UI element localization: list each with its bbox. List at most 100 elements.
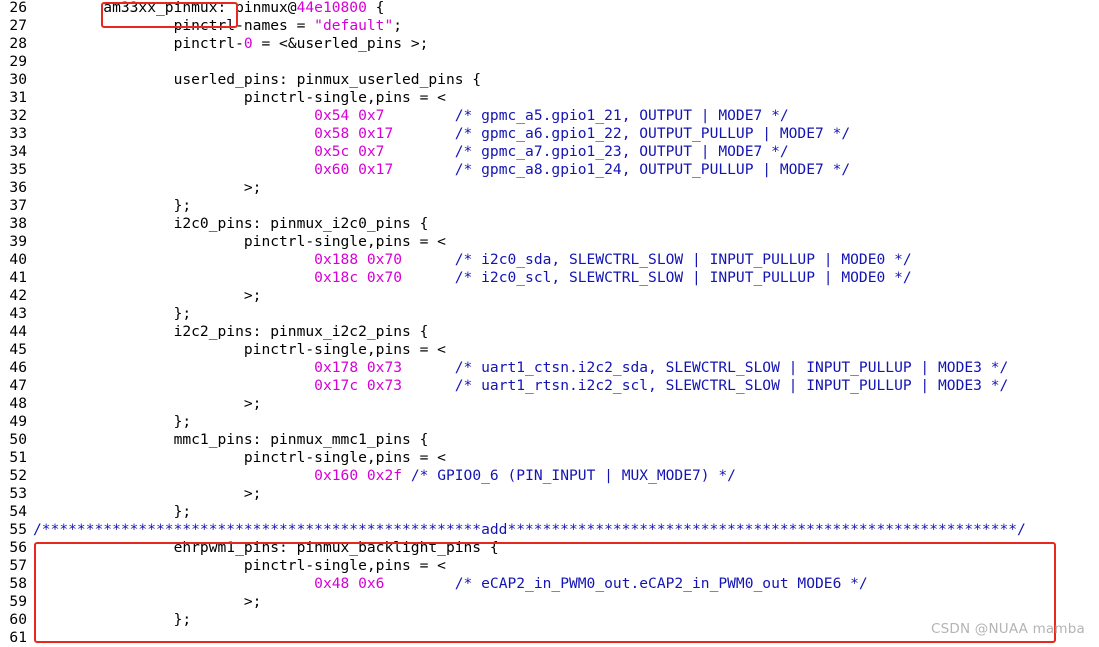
code-token-text: }; (33, 197, 192, 214)
line-number: 29 (9, 53, 27, 70)
line-number: 28 (9, 35, 27, 52)
code-token-text (402, 359, 455, 376)
code-token-text (33, 161, 314, 178)
line-number: 48 (9, 395, 27, 412)
code-line: 46 0x178 0x73 /* uart1_ctsn.i2c2_sda, SL… (0, 359, 1099, 377)
code-token-num: 0 (243, 35, 253, 52)
code-token-text (393, 161, 455, 178)
code-line: 28 pinctrl-0 = <&userled_pins >; (0, 35, 1099, 53)
code-token-text (33, 575, 314, 592)
code-line: 51 pinctrl-single,pins = < (0, 449, 1099, 467)
code-line: 56 ehrpwm1_pins: pinmux_backlight_pins { (0, 539, 1099, 557)
code-line: 34 0x5c 0x7 /* gpmc_a7.gpio1_23, OUTPUT … (0, 143, 1099, 161)
line-number: 33 (9, 125, 27, 142)
code-token-text (402, 269, 455, 286)
code-token-text (33, 125, 314, 142)
code-token-text: >; (33, 287, 262, 304)
line-number: 57 (9, 557, 27, 574)
line-number: 55 (9, 521, 27, 538)
code-token-text: pinctrl-single,pins = < (33, 89, 446, 106)
line-number: 30 (9, 71, 27, 88)
code-line: 39 pinctrl-single,pins = < (0, 233, 1099, 251)
code-token-text (402, 251, 455, 268)
code-line: 57 pinctrl-single,pins = < (0, 557, 1099, 575)
line-number: 51 (9, 449, 27, 466)
code-token-text: }; (33, 305, 192, 322)
code-token-text (33, 251, 314, 268)
code-token-text (393, 125, 455, 142)
code-token-text: pinctrl-single,pins = < (33, 233, 446, 250)
code-line: 40 0x188 0x70 /* i2c0_sda, SLEWCTRL_SLOW… (0, 251, 1099, 269)
code-token-text: ehrpwm1_pins: pinmux_backlight_pins { (33, 539, 499, 556)
code-token-text (384, 107, 454, 124)
code-token-text: }; (33, 503, 192, 520)
line-number: 31 (9, 89, 27, 106)
code-token-text: pinctrl-single,pins = < (33, 557, 446, 574)
code-line: 42 >; (0, 287, 1099, 305)
code-token-text: >; (33, 593, 262, 610)
line-number: 44 (9, 323, 27, 340)
code-token-num: 0x17c 0x73 (314, 377, 403, 394)
line-number: 36 (9, 179, 27, 196)
code-line: 33 0x58 0x17 /* gpmc_a6.gpio1_22, OUTPUT… (0, 125, 1099, 143)
code-line: 53 >; (0, 485, 1099, 503)
line-number: 38 (9, 215, 27, 232)
code-token-text: userled_pins: pinmux_userled_pins { (33, 71, 482, 88)
code-token-num: 0x178 0x73 (314, 359, 403, 376)
line-number: 49 (9, 413, 27, 430)
code-line: 60 }; (0, 611, 1099, 629)
code-token-comment: /* GPIO0_6 (PIN_INPUT | MUX_MODE7) */ (410, 467, 736, 484)
code-line: 48 >; (0, 395, 1099, 413)
code-token-text: am33xx_pinmux: pinmux@ (33, 0, 297, 16)
line-number: 32 (9, 107, 27, 124)
code-token-text: = <&userled_pins >; (252, 35, 429, 52)
code-line: 31 pinctrl-single,pins = < (0, 89, 1099, 107)
code-token-text: i2c2_pins: pinmux_i2c2_pins { (33, 323, 429, 340)
code-line: 54 }; (0, 503, 1099, 521)
code-line: 29 (0, 53, 1099, 71)
line-number: 27 (9, 17, 27, 34)
code-token-num: 0x18c 0x70 (314, 269, 403, 286)
line-number: 52 (9, 467, 27, 484)
code-token-str: "default" (314, 17, 394, 34)
code-line: 27 pinctrl-names = "default"; (0, 17, 1099, 35)
code-line: 37 }; (0, 197, 1099, 215)
code-token-text (384, 143, 454, 160)
code-token-comment: /* i2c0_sda, SLEWCTRL_SLOW | INPUT_PULLU… (454, 251, 912, 268)
line-number: 56 (9, 539, 27, 556)
code-token-text: ; (393, 17, 403, 34)
code-token-text (402, 467, 411, 484)
line-number: 26 (9, 0, 27, 16)
code-token-text (384, 575, 454, 592)
code-token-comment: /* gpmc_a6.gpio1_22, OUTPUT_PULLUP | MOD… (454, 125, 851, 142)
code-token-comment: /* uart1_ctsn.i2c2_sda, SLEWCTRL_SLOW | … (454, 359, 1009, 376)
line-number: 58 (9, 575, 27, 592)
code-line: 49 }; (0, 413, 1099, 431)
code-token-text (402, 377, 455, 394)
line-number: 46 (9, 359, 27, 376)
line-number: 43 (9, 305, 27, 322)
code-line: 38 i2c0_pins: pinmux_i2c0_pins { (0, 215, 1099, 233)
code-line: 47 0x17c 0x73 /* uart1_rtsn.i2c2_scl, SL… (0, 377, 1099, 395)
code-line: 43 }; (0, 305, 1099, 323)
code-token-text (33, 269, 314, 286)
code-token-comment: /* gpmc_a5.gpio1_21, OUTPUT | MODE7 */ (454, 107, 789, 124)
code-line: 35 0x60 0x17 /* gpmc_a8.gpio1_24, OUTPUT… (0, 161, 1099, 179)
code-line: 36 >; (0, 179, 1099, 197)
code-token-text (33, 143, 314, 160)
code-token-text: mmc1_pins: pinmux_mmc1_pins { (33, 431, 429, 448)
code-line: 32 0x54 0x7 /* gpmc_a5.gpio1_21, OUTPUT … (0, 107, 1099, 125)
line-number: 50 (9, 431, 27, 448)
code-token-num: 0x58 0x17 (314, 125, 394, 142)
code-token-num: 0x60 0x17 (314, 161, 394, 178)
code-token-comment: /* gpmc_a7.gpio1_23, OUTPUT | MODE7 */ (454, 143, 789, 160)
code-token-text: pinctrl-names = (33, 17, 315, 34)
line-number: 47 (9, 377, 27, 394)
code-line: 26 am33xx_pinmux: pinmux@44e10800 { (0, 0, 1099, 17)
line-number: 59 (9, 593, 27, 610)
code-token-text (33, 359, 314, 376)
code-line: 59 >; (0, 593, 1099, 611)
code-line: 52 0x160 0x2f /* GPIO0_6 (PIN_INPUT | MU… (0, 467, 1099, 485)
code-token-text: pinctrl-single,pins = < (33, 341, 446, 358)
